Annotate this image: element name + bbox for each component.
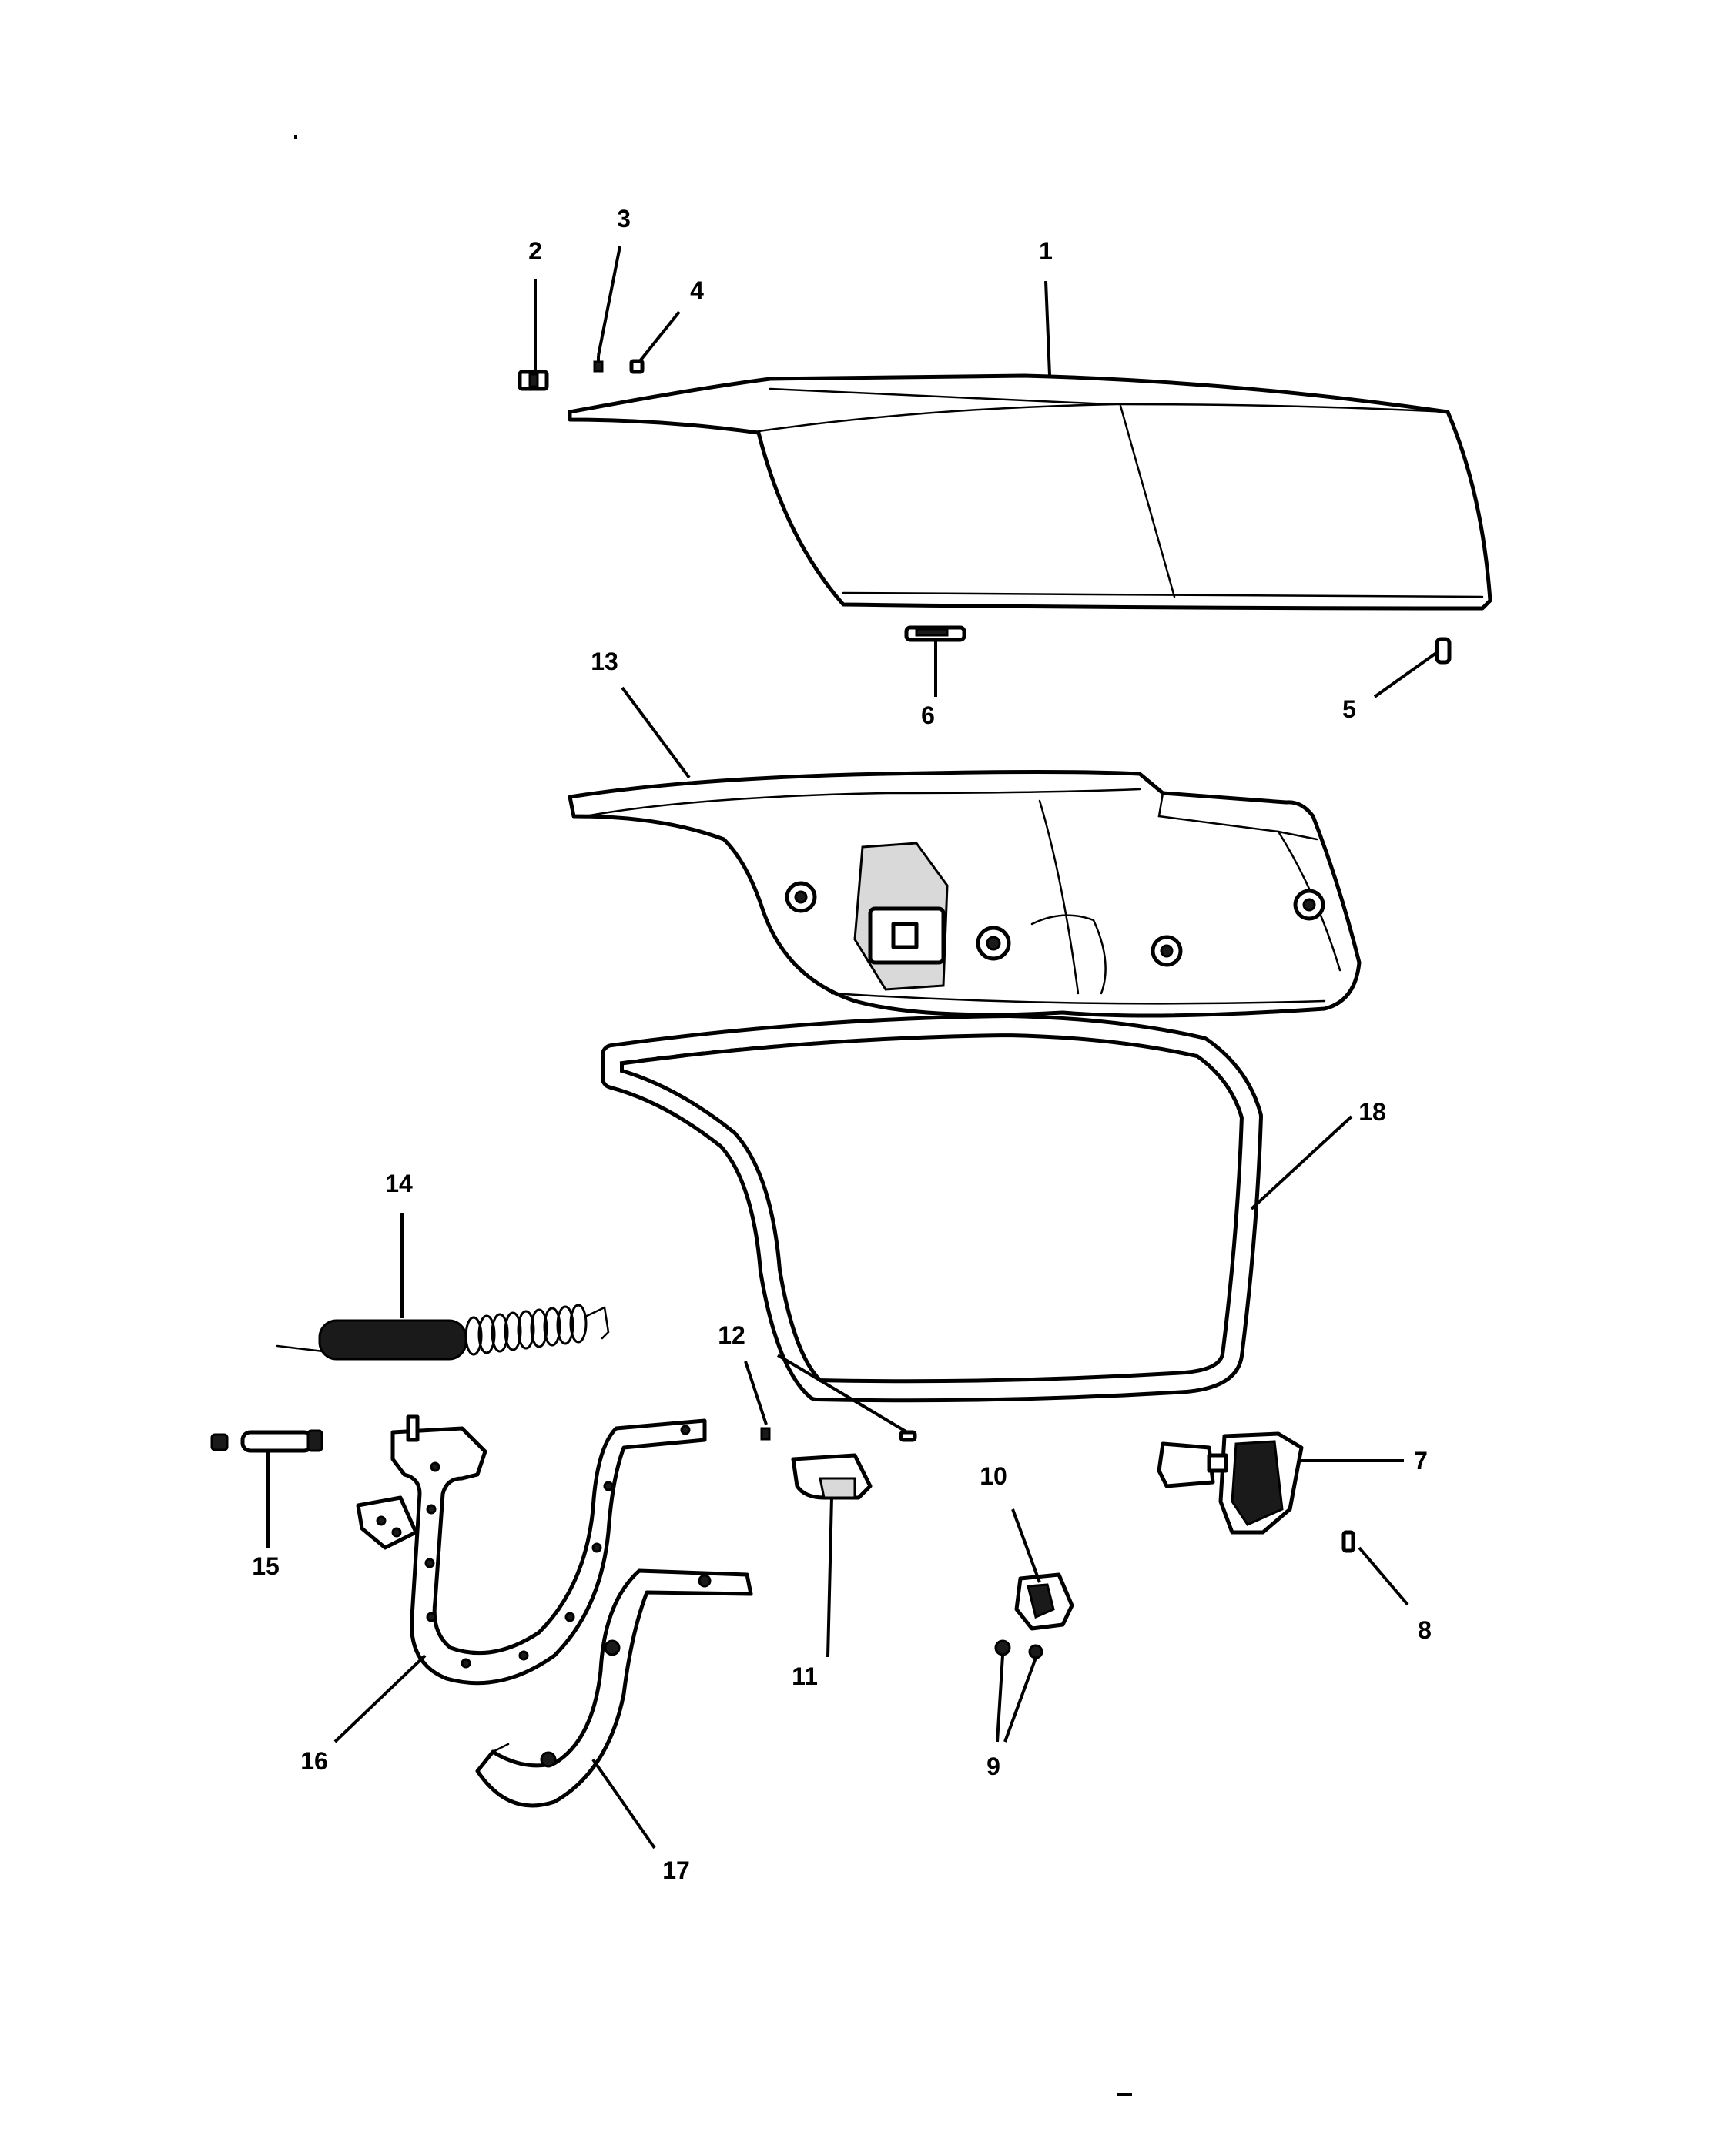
part-5-bumper[interactable] <box>1435 637 1452 665</box>
part-10-striker[interactable] <box>1014 1572 1074 1631</box>
callout-4: 4 <box>690 276 704 304</box>
callout-9: 9 <box>986 1753 1000 1780</box>
part-11-striker-cover[interactable] <box>791 1453 873 1500</box>
part-13-trim-panel[interactable] <box>568 770 1362 1018</box>
part-16-hinge[interactable] <box>356 1414 707 1686</box>
part-1-deck-lid[interactable] <box>568 373 1492 611</box>
part-9-bolts[interactable] <box>994 1639 1043 1659</box>
callout-12: 12 <box>718 1321 745 1349</box>
callout-18: 18 <box>1358 1098 1386 1126</box>
callout-11: 11 <box>792 1662 818 1690</box>
callout-16: 16 <box>300 1747 328 1775</box>
scan-dot <box>294 135 297 139</box>
callout-7: 7 <box>1414 1447 1428 1475</box>
part-14-torsion-spring[interactable] <box>276 1304 610 1361</box>
part-8-screw[interactable] <box>1341 1530 1355 1553</box>
part-18-weatherstrip[interactable] <box>601 1014 1263 1403</box>
part-7-latch[interactable] <box>1157 1431 1304 1535</box>
callout-15: 15 <box>252 1552 280 1580</box>
callout-1: 1 <box>1039 237 1053 265</box>
callout-13: 13 <box>591 648 618 675</box>
scan-dash <box>1117 2093 1132 2096</box>
callout-8: 8 <box>1418 1616 1432 1644</box>
part-12-screws[interactable] <box>760 1427 917 1442</box>
callout-17: 17 <box>662 1856 690 1884</box>
callout-labels: 1 2 3 4 5 6 7 8 9 10 11 12 13 14 15 16 1… <box>252 205 1432 1884</box>
callout-5: 5 <box>1342 695 1356 723</box>
part-6-applique[interactable] <box>904 625 966 642</box>
leader-lines <box>266 246 1438 1850</box>
callout-10: 10 <box>980 1462 1007 1490</box>
callout-6: 6 <box>921 701 935 729</box>
callout-2: 2 <box>528 237 542 265</box>
part-4-clip[interactable] <box>629 359 645 374</box>
part-15-rod[interactable] <box>210 1429 323 1453</box>
part-2-nut[interactable] <box>518 370 549 391</box>
callout-14: 14 <box>385 1170 413 1197</box>
part-17-reinforcement[interactable] <box>475 1568 753 1808</box>
callout-3: 3 <box>617 205 631 233</box>
part-3-pin[interactable] <box>593 356 604 373</box>
